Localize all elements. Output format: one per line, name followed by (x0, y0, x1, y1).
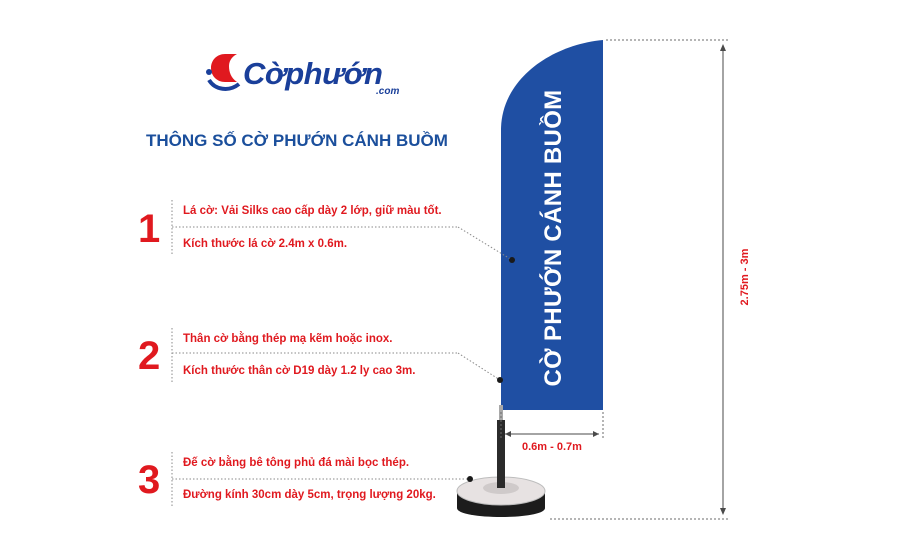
spec-number-2: 2 (138, 334, 161, 378)
height-dimension-label: 2.75m - 3m (739, 248, 751, 306)
flag-logo-icon (206, 54, 241, 91)
spec-1-line-2: Kích thước lá cờ 2.4m x 0.6m. (183, 238, 348, 250)
flag-sail (501, 40, 603, 410)
leader-1 (171, 200, 513, 261)
spec-1-line-1: Lá cờ: Vải Silks cao cấp dày 2 lớp, giữ … (183, 205, 442, 217)
spec-number-1: 1 (138, 207, 161, 251)
brand-logo[interactable]: Cờphướn .com (203, 46, 413, 106)
leader-2 (171, 328, 501, 382)
flag-base (456, 470, 546, 517)
leader-2-dot (497, 377, 503, 383)
page-title: THÔNG SỐ CỜ PHƯỚN CÁNH BUỒM (146, 131, 448, 150)
flag-label: CỜ PHƯỚN CÁNH BUỒM (540, 89, 567, 387)
leader-3 (171, 452, 470, 506)
spec-3-line-2: Đường kính 30cm dày 5cm, trọng lượng 20k… (183, 489, 436, 501)
leader-1-dot (509, 257, 515, 263)
logo-wordmark: Cờphướn (243, 56, 383, 91)
width-dimension-label: 0.6m - 0.7m (522, 441, 582, 453)
width-dimension (500, 412, 604, 440)
spec-number-3: 3 (138, 458, 161, 502)
spec-2-line-1: Thân cờ bằng thép mạ kẽm hoặc inox. (183, 333, 393, 345)
height-dimension (550, 39, 728, 520)
spec-2-line-2: Kích thước thân cờ D19 dày 1.2 ly cao 3m… (183, 365, 416, 377)
spec-3-line-1: Đế cờ bằng bê tông phủ đá mài bọc thép. (183, 457, 410, 469)
leader-3-dot (467, 476, 473, 482)
logo-suffix: .com (376, 86, 400, 97)
